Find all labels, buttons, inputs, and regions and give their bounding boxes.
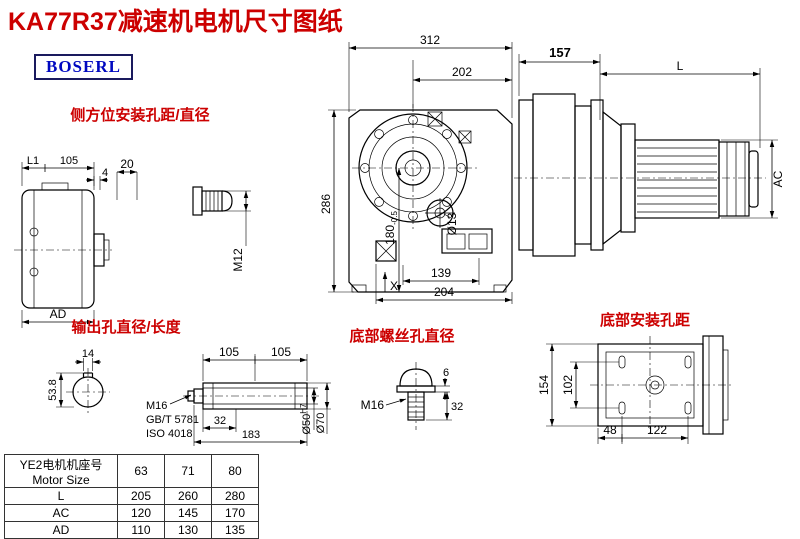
row-label-AD: AD [4,521,118,539]
motor-fins [637,147,717,213]
cell-AC-80: 170 [211,504,259,522]
dim-183: 183 [242,429,260,441]
table-size-71: 71 [164,454,212,488]
dim-202: 202 [452,65,472,79]
cell-AC-71: 145 [164,504,212,522]
std-iso: ISO 4018 [146,428,192,440]
dim-L1: L1 [27,155,39,167]
dim-157: 157 [549,45,571,60]
dim-4: 4 [102,167,108,179]
table-size-63: 63 [117,454,165,488]
dim-x-label: X [390,279,398,293]
table-header-motor-size: YE2电机机座号 Motor Size [4,454,118,488]
dim-32-shaft: 32 [214,415,226,427]
dim-dia70: Ø70 [315,413,327,434]
std-gbt: GB/T 5781 [146,414,199,426]
dim-53-8: 53.8 [47,379,59,400]
dim-14: 14 [82,348,94,360]
dim-L: L [677,59,684,73]
dim-M12: M12 [231,248,245,272]
dim-105-left: 105 [60,155,78,167]
dim-32-screw: 32 [451,401,463,413]
left-output-view: L1 105 4 AD [14,155,112,328]
thread-M16: M16 [146,400,167,412]
bottom-screw-label: 底部螺丝孔直径 [349,327,454,345]
side-hole-detail: 侧方位安装孔距/直径 20 M12 [70,106,251,272]
dim-154: 154 [537,375,551,395]
table-row-AC: AC 120 145 170 [4,504,259,522]
cell-L-71: 260 [164,487,212,505]
bottom-mount-label: 底部安装孔距 [600,311,690,329]
motor-body [634,139,720,219]
dim-dia50: Ø50H7 [299,403,313,435]
cell-L-63: 205 [117,487,165,505]
cell-L-80: 280 [211,487,259,505]
dim-122: 122 [647,423,667,437]
dim-102: 102 [561,375,575,395]
table-size-80: 80 [211,454,259,488]
fan-cover [718,141,750,217]
dim-AC: AC [771,170,785,187]
dim-139: 139 [431,266,451,280]
dim-AD: AD [50,307,67,321]
table-row-AD: AD 110 130 135 [4,521,259,539]
table-header-cn: YE2电机机座号 [19,457,103,472]
table-row-L: L 205 260 280 [4,487,259,505]
dim-105-b: 105 [271,345,291,359]
bottom-mount-view: 底部安装孔距 154 102 48 122 [537,311,732,444]
row-label-L: L [4,487,118,505]
cell-AC-63: 120 [117,504,165,522]
bottom-screw-detail: 底部螺丝孔直径 M16 6 32 [349,327,463,430]
dim-20: 20 [120,157,134,171]
cell-AD-63: 110 [117,521,165,539]
row-label-AC: AC [4,504,118,522]
page-title: KA77R37减速机电机尺寸图纸 [8,8,343,36]
dim-312: 312 [420,33,440,47]
front-view: 312 202 286 180-0.5 Ø13 139 204 [319,33,513,304]
dim-105-a: 105 [219,345,239,359]
dim-286: 286 [319,194,333,214]
thread-M16-bottom: M16 [361,398,385,412]
table-header-en: Motor Size [32,472,90,487]
cell-AD-71: 130 [164,521,212,539]
brand-logo: BOSERL [34,54,133,80]
side-mount-label: 侧方位安装孔距/直径 [70,106,209,124]
side-view-motor: 157 L AC [514,45,785,257]
cell-AD-80: 135 [211,521,259,539]
motor-size-table: YE2电机机座号 Motor Size 63 71 80 L 205 260 2… [4,454,259,539]
dim-48: 48 [603,423,617,437]
dim-hole-dia: Ø13 [445,212,459,235]
dim-6: 6 [443,367,449,379]
dim-180: 180-0.5 [383,211,399,245]
output-bore-detail: 输出孔直径/长度 14 53.8 [47,318,331,446]
dim-204: 204 [434,285,454,299]
output-label: 输出孔直径/长度 [71,318,181,336]
